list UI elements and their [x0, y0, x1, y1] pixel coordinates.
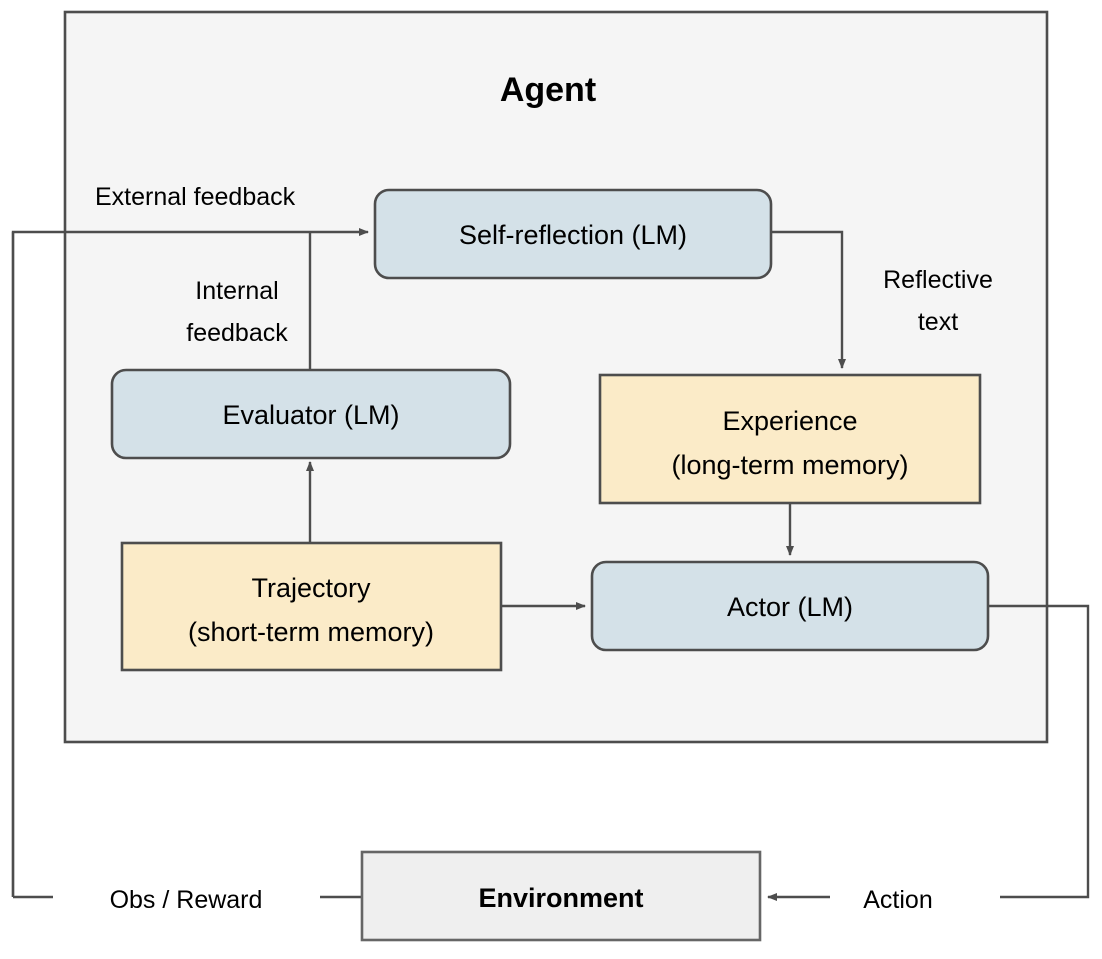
label-reflective-text-line2: text: [918, 308, 958, 336]
node-actor[interactable]: Actor (LM): [590, 560, 990, 652]
label-action: Action: [863, 886, 932, 914]
experience-label-primary: Experience: [722, 406, 857, 436]
edge-reflective-text: [771, 230, 846, 369]
node-trajectory[interactable]: Trajectory (short-term memory): [120, 541, 503, 672]
experience-box[interactable]: [598, 373, 982, 505]
environment-label: Environment: [478, 883, 643, 913]
node-self-reflection[interactable]: Self-reflection (LM): [373, 188, 773, 280]
environment-box[interactable]: [360, 850, 762, 942]
trajectory-label-primary: Trajectory: [251, 573, 371, 603]
evaluator-label: Evaluator (LM): [222, 400, 399, 430]
label-obs-reward: Obs / Reward: [110, 886, 263, 914]
edge-action: [767, 604, 1090, 901]
evaluator-box[interactable]: [110, 368, 512, 460]
node-evaluator[interactable]: Evaluator (LM): [110, 368, 512, 460]
self-reflection-box[interactable]: [373, 188, 773, 280]
label-internal-feedback-line2: feedback: [186, 319, 288, 347]
label-reflective-text-line1: Reflective: [883, 266, 993, 294]
node-environment[interactable]: Environment: [360, 850, 762, 942]
trajectory-box[interactable]: [120, 541, 503, 672]
actor-label: Actor (LM): [727, 592, 853, 622]
experience-label-secondary: (long-term memory): [671, 450, 908, 480]
self-reflection-label: Self-reflection (LM): [459, 220, 687, 250]
label-external-feedback: External feedback: [95, 183, 296, 211]
page-title: Agent: [500, 71, 596, 109]
actor-box[interactable]: [590, 560, 990, 652]
node-experience[interactable]: Experience (long-term memory): [598, 373, 982, 505]
label-internal-feedback-line1: Internal: [195, 277, 278, 305]
trajectory-label-secondary: (short-term memory): [188, 617, 434, 647]
